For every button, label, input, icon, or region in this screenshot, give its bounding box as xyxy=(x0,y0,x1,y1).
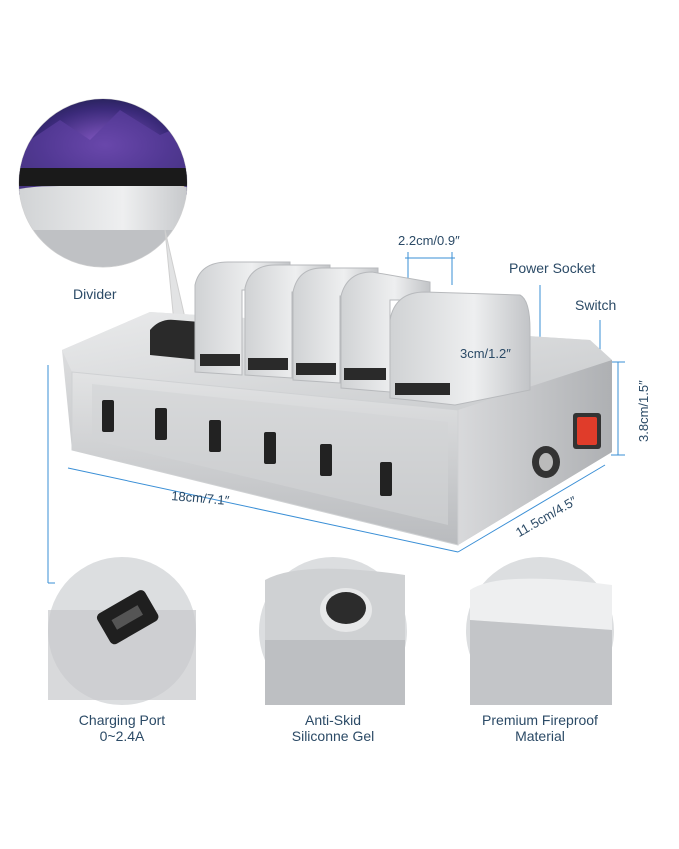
switch-label: Switch xyxy=(575,297,617,313)
charging-port-label-line2: 0~2.4A xyxy=(99,728,145,744)
usb-ports xyxy=(102,400,392,496)
power-socket-label: Power Socket xyxy=(509,260,596,276)
charging-port-label-line1: Charging Port xyxy=(78,712,166,728)
slot-gap-dimension: 2.2cm/0.9″ xyxy=(398,233,460,248)
power-socket xyxy=(532,446,560,478)
divider-detail-circle xyxy=(18,98,191,341)
anti-skid-detail-circle xyxy=(259,557,407,705)
fireproof-label-line2: Material xyxy=(515,728,565,744)
fireproof-label-line1: Premium Fireproof xyxy=(482,712,598,728)
power-switch xyxy=(573,413,601,449)
anti-skid-label: Anti-Skid Siliconne Gel xyxy=(273,712,393,744)
divider-label: Divider xyxy=(73,286,117,302)
fireproof-material-detail-circle xyxy=(466,557,614,705)
divider-plates xyxy=(150,261,531,406)
charging-port-label: Charging Port 0~2.4A xyxy=(62,712,182,744)
height-dimension: 3.8cm/1.5″ xyxy=(636,380,651,442)
anti-skid-label-line1: Anti-Skid xyxy=(304,712,362,728)
fireproof-label: Premium Fireproof Material xyxy=(465,712,615,744)
charging-port-detail-circle xyxy=(48,557,196,705)
anti-skid-label-line2: Siliconne Gel xyxy=(291,728,375,744)
divider-height-dimension: 3cm/1.2″ xyxy=(460,346,511,361)
